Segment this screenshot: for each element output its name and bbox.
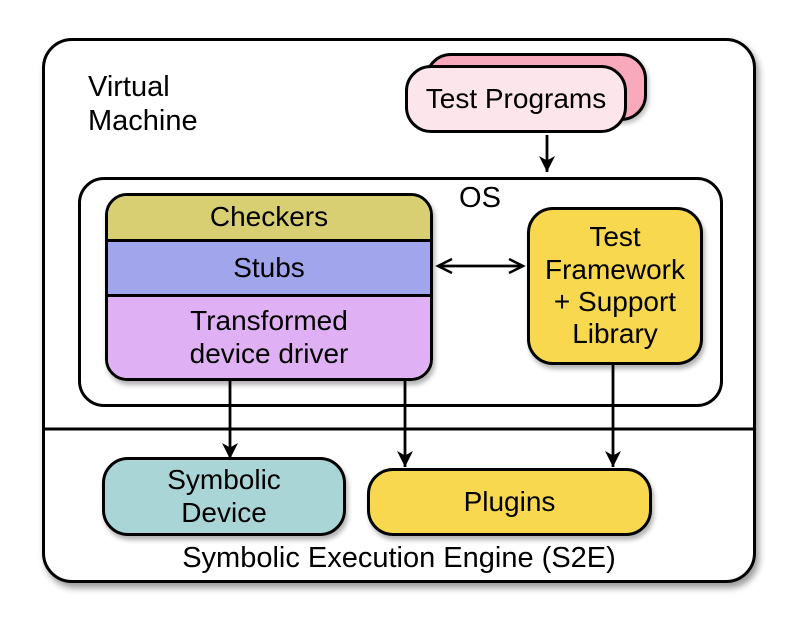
test-programs-node: Test Programs — [405, 65, 627, 133]
test-framework-label: Test Framework + Support Library — [544, 221, 685, 350]
transformed-driver-label: Transformed device driver — [189, 305, 349, 369]
os-label: OS — [459, 182, 501, 214]
test-framework-node: Test Framework + Support Library — [527, 207, 703, 365]
symbolic-device-node: Symbolic Device — [102, 457, 346, 536]
checkers-node: Checkers — [108, 196, 430, 242]
stubs-node: Stubs — [108, 242, 430, 297]
transformed-driver-node: Transformed device driver — [108, 297, 430, 378]
driver-stack: Checkers Stubs Transformed device driver — [105, 193, 433, 381]
virtual-machine-label: Virtual Machine — [88, 71, 198, 138]
plugins-label: Plugins — [463, 485, 556, 517]
symbolic-device-label: Symbolic Device — [167, 464, 281, 528]
symbolic-execution-engine-label: Symbolic Execution Engine (S2E) — [182, 542, 616, 574]
test-programs-label: Test Programs — [425, 82, 607, 114]
stubs-label: Stubs — [233, 251, 305, 283]
plugins-node: Plugins — [367, 468, 652, 536]
checkers-label: Checkers — [209, 201, 329, 233]
